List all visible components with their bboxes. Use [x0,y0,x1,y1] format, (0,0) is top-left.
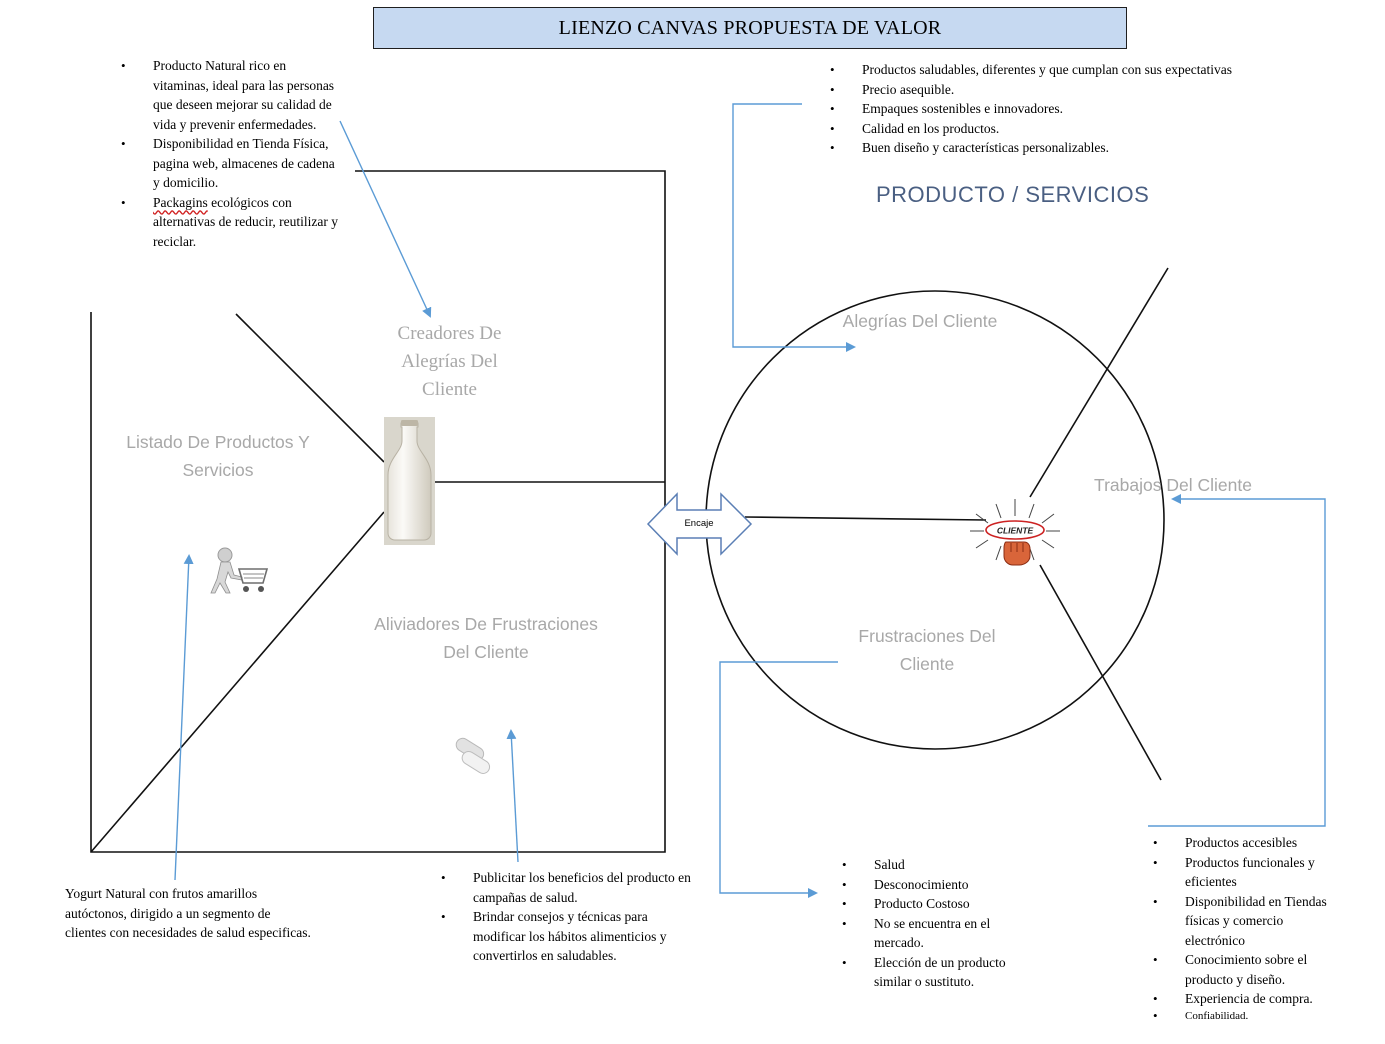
list-item: Disponibilidad en Tiendas físicas y come… [1153,892,1343,951]
fit-label: Encaje [684,518,714,529]
list-item: Empaques sostenibles e innovadores. [830,99,1320,119]
canvas-title-text: LIENZO CANVAS PROPUESTA DE VALOR [558,16,942,39]
pills-icon [455,737,491,774]
list-item: Producto Natural rico en vitaminas, idea… [121,56,343,134]
gain-creators-list: Producto Natural rico en vitaminas, idea… [121,56,343,251]
list-item: Precio asequible. [830,80,1320,100]
gain-creators-label: Creadores De Alegrías Del Cliente [397,323,502,400]
value-map-square [90,170,666,853]
list-item: Packagins ecológicos con alternativas de… [121,193,343,252]
milk-bottle-icon [384,417,435,545]
list-item: No se encuentra en el mercado. [842,914,1042,953]
list-item: Publicitar los beneficios del producto e… [441,868,701,907]
pain-relievers-label: Aliviadores De Frustraciones Del Cliente [374,614,598,662]
client-fist-icon: CLIENTE [970,499,1060,566]
canvas-title: LIENZO CANVAS PROPUESTA DE VALOR [373,7,1127,49]
customer-jobs-list: Productos accesibles Productos funcional… [1153,833,1343,1023]
list-item: Salud [842,855,1042,875]
list-item: Elección de un producto similar o sustit… [842,953,1042,992]
list-item: Conocimiento sobre el producto y diseño. [1153,950,1343,989]
list-item: Experiencia de compra. [1153,989,1343,1009]
list-item: Brindar consejos y técnicas para modific… [441,907,701,966]
list-item: Productos accesibles [1153,833,1343,853]
customer-pains-list: Salud Desconocimiento Producto Costoso N… [842,855,1042,992]
shopping-cart-person-icon [210,547,269,594]
fit-double-arrow [646,492,753,556]
list-item: Desconocimiento [842,875,1042,895]
customer-profile-circle [705,267,1169,781]
pain-relievers-list: Publicitar los beneficios del producto e… [441,868,701,966]
customer-jobs-label: Trabajos Del Cliente [1094,475,1252,495]
connector-arrows [174,103,1326,898]
product-services-heading: PRODUCTO / SERVICIOS [876,182,1150,207]
product-description: Yogurt Natural con frutos amarillos autó… [65,886,311,940]
products-services-label: Listado De Productos Y Servicios [126,432,310,480]
list-item: Calidad en los productos. [830,119,1320,139]
customer-pains-label: Frustraciones Del Cliente [858,626,996,674]
customer-gains-list: Productos saludables, diferentes y que c… [830,60,1320,158]
list-item: Productos saludables, diferentes y que c… [830,60,1320,80]
list-item: Confiabilidad. [1153,1009,1343,1023]
list-item: Disponibilidad en Tienda Física, pagina … [121,134,343,193]
list-item: Producto Costoso [842,894,1042,914]
client-label: CLIENTE [997,526,1034,536]
list-item: Buen diseño y características personaliz… [830,138,1320,158]
customer-gains-label: Alegrías Del Cliente [842,311,998,331]
list-item: Productos funcionales y eficientes [1153,853,1343,892]
